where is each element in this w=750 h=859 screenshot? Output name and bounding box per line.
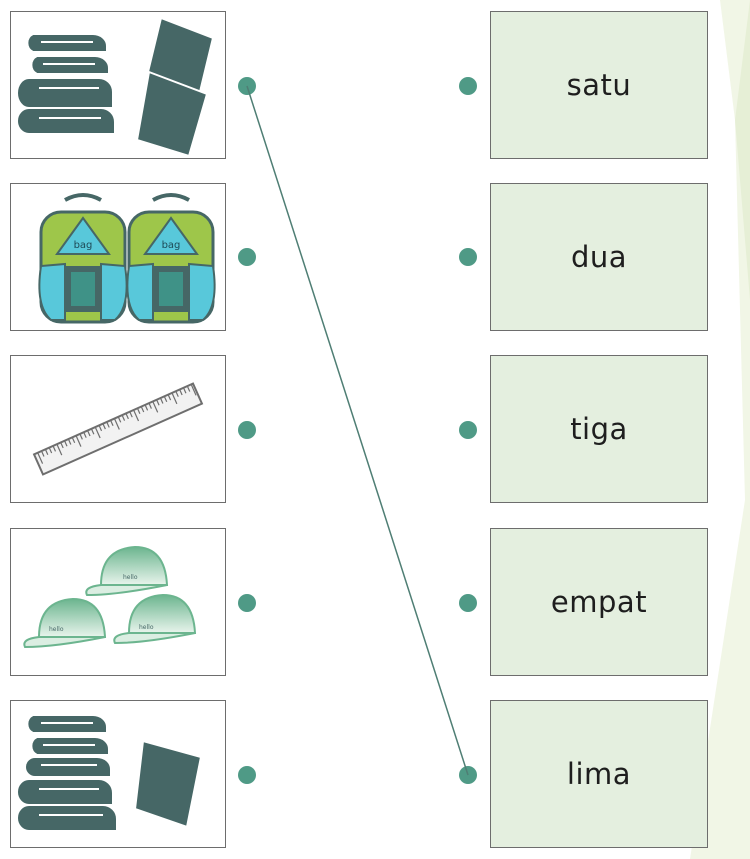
right-dot-3[interactable] (459, 421, 477, 439)
picture-card-books-four (10, 11, 226, 159)
left-dot-2[interactable] (238, 248, 256, 266)
word-label: dua (570, 240, 628, 274)
cap-icon: hello hello hello (23, 545, 197, 649)
picture-card-ruler-one (10, 355, 226, 503)
books-icon (16, 16, 215, 158)
word-label: empat (550, 585, 648, 619)
right-dot-2[interactable] (459, 248, 477, 266)
word-label: lima (566, 757, 632, 791)
left-dot-3[interactable] (238, 421, 256, 439)
word-card-empat[interactable]: empat (490, 528, 708, 676)
picture-card-backpacks-two: bag bag (10, 183, 226, 331)
word-card-lima[interactable]: lima (490, 700, 708, 848)
picture-card-books-five (10, 700, 226, 848)
left-dot-5[interactable] (238, 766, 256, 784)
word-label: satu (566, 68, 632, 102)
cap-label: hello (123, 574, 138, 581)
backpack-icon: bag bag (38, 193, 216, 324)
word-label: tiga (570, 412, 628, 446)
word-card-tiga[interactable]: tiga (490, 355, 708, 503)
left-dot-1[interactable] (238, 77, 256, 95)
word-card-dua[interactable]: dua (490, 183, 708, 331)
cap-label: hello (139, 624, 154, 631)
backpack-label: bag (162, 240, 181, 251)
right-dot-1[interactable] (459, 77, 477, 95)
cap-label: hello (49, 626, 64, 633)
left-dot-4[interactable] (238, 594, 256, 612)
ruler-icon (32, 382, 204, 476)
picture-card-caps-three: hello hello hello (10, 528, 226, 676)
books-icon (16, 714, 203, 832)
right-dot-5[interactable] (459, 766, 477, 784)
backpack-label: bag (74, 240, 93, 251)
word-card-satu[interactable]: satu (490, 11, 708, 159)
right-dot-4[interactable] (459, 594, 477, 612)
